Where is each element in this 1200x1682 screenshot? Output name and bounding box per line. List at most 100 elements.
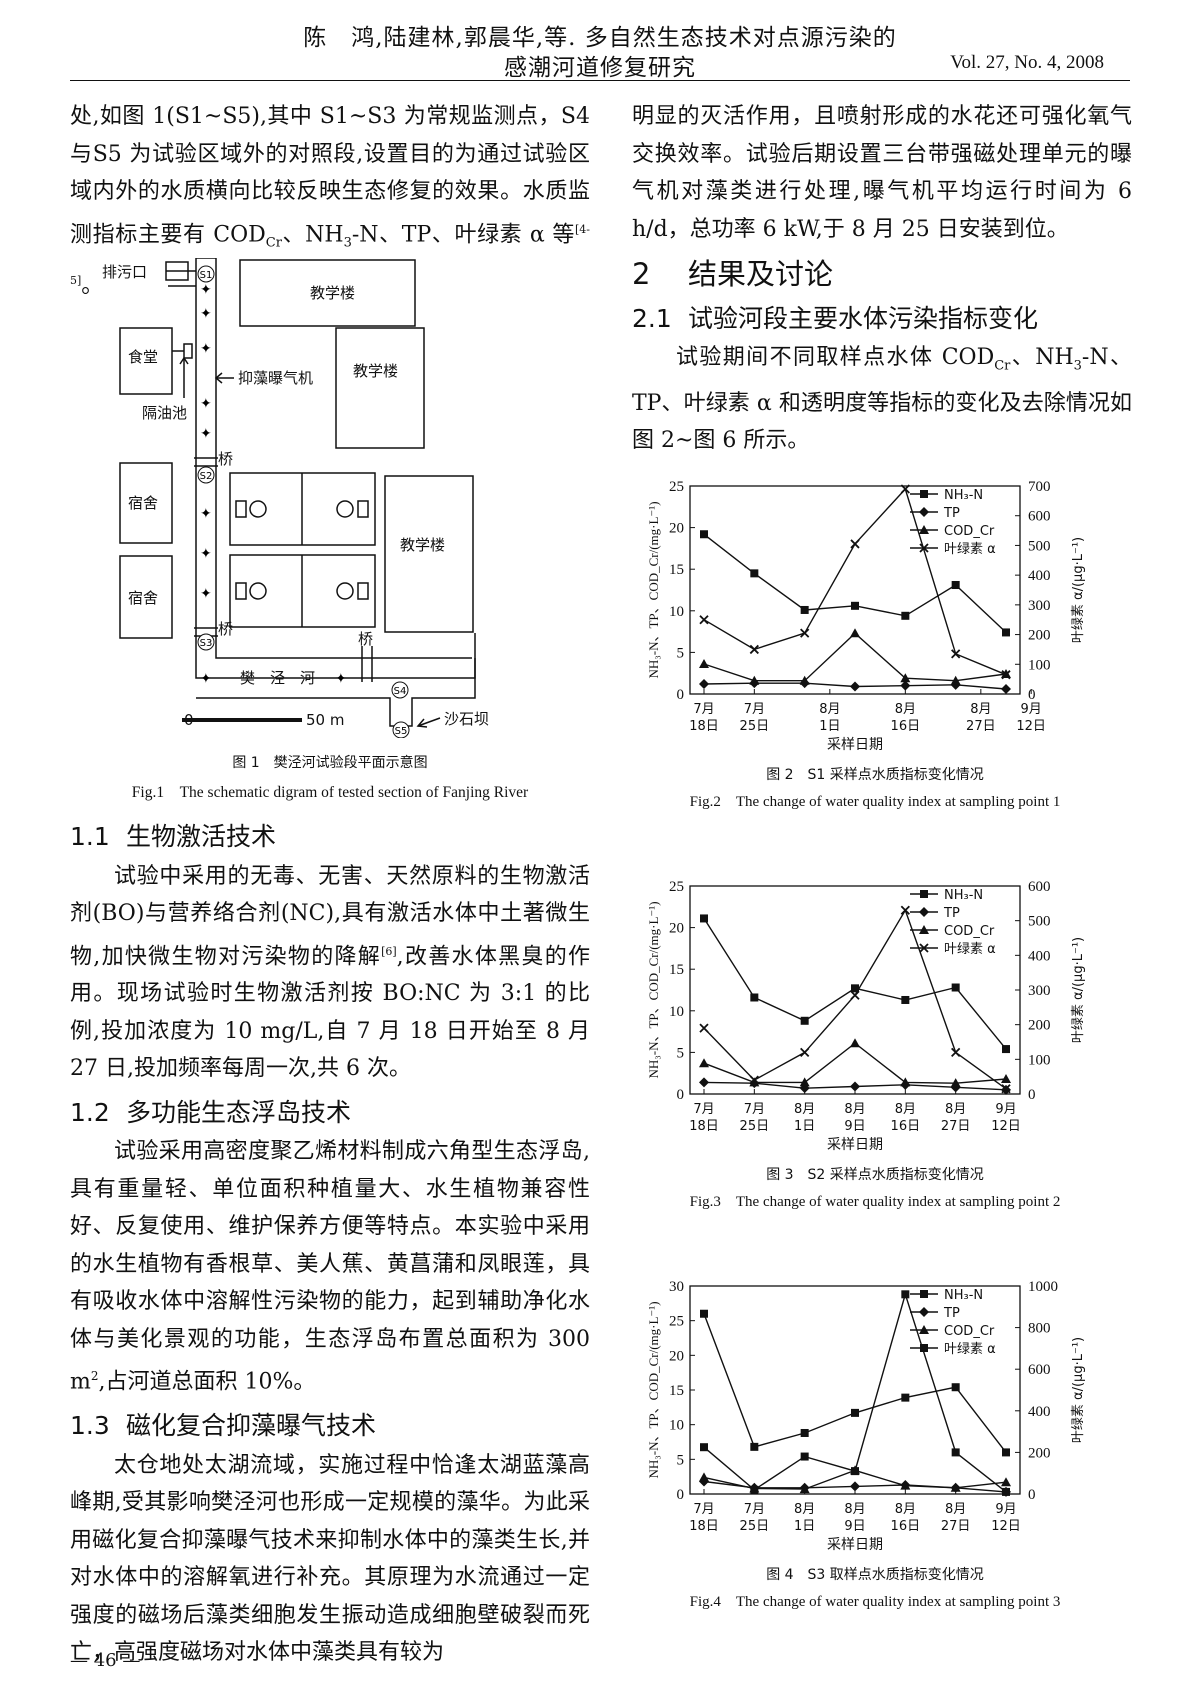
data-point <box>800 1428 809 1437</box>
x-tick-label: 18日 <box>689 1519 719 1534</box>
data-point <box>700 914 708 923</box>
x-axis-label: 采样日期 <box>827 1537 883 1553</box>
y-tick-label: 5 <box>677 645 685 661</box>
svg-text:✦: ✦ <box>200 282 212 298</box>
data-point <box>699 615 709 625</box>
y-tick-label: 0 <box>677 1487 685 1503</box>
legend-marker <box>919 507 929 517</box>
data-point <box>1002 628 1010 637</box>
legend-marker <box>919 1325 929 1334</box>
data-point <box>800 605 809 614</box>
legend-marker <box>919 925 929 934</box>
canteen-label: 食堂 <box>128 348 158 366</box>
sample-s4: S4 <box>394 686 407 697</box>
y-axis-label: NH₃-N、TP、COD_Cr/(mg·L⁻¹) <box>646 901 661 1078</box>
legend-label: TP <box>943 1306 960 1321</box>
x-tick-label: 8月 <box>895 1102 916 1117</box>
data-point <box>951 581 960 590</box>
aerator-label: 抑藻曝气机 <box>238 369 313 387</box>
y2-tick-label: 600 <box>1028 1362 1051 1378</box>
x-tick-label: 8月 <box>970 702 991 717</box>
x-axis-label: 采样日期 <box>827 737 883 753</box>
series-line <box>703 632 1007 682</box>
data-point <box>900 1077 911 1087</box>
svg-text:✦: ✦ <box>200 506 212 522</box>
x-tick-label: 12日 <box>1016 719 1046 734</box>
dorm1-label: 宿舍 <box>128 494 158 512</box>
y-tick-label: 15 <box>669 1383 684 1399</box>
data-point <box>700 1443 708 1452</box>
x-tick-label: 18日 <box>689 1119 719 1134</box>
x-tick-label: 1日 <box>794 1519 815 1534</box>
y-tick-label: 0 <box>677 687 685 703</box>
y-tick-label: 15 <box>669 562 684 578</box>
y-tick-label: 5 <box>677 1045 685 1061</box>
y2-tick-label: 500 <box>1028 538 1051 554</box>
data-point <box>1001 684 1011 695</box>
legend-label: 叶绿素 α <box>944 1342 996 1357</box>
y2-tick-label: 300 <box>1028 598 1051 614</box>
data-point <box>749 675 760 685</box>
y-tick-label: 20 <box>669 921 684 937</box>
y-axis-label: NH₃-N、TP、COD_Cr/(mg·L⁻¹) <box>646 1301 661 1478</box>
x-tick-label: 27日 <box>941 1519 971 1534</box>
y2-tick-label: 600 <box>1028 509 1051 525</box>
data-point <box>901 995 910 1004</box>
data-point <box>850 628 860 638</box>
series-line <box>703 487 1007 676</box>
data-point <box>850 539 860 549</box>
y-tick-label: 10 <box>669 1004 684 1020</box>
y2-tick-label: 500 <box>1028 914 1051 930</box>
legend-marker <box>919 943 929 953</box>
data-point <box>950 1482 961 1492</box>
y-tick-label: 25 <box>669 1314 684 1330</box>
data-point <box>1001 1074 1011 1084</box>
oil-tank-label: 隔油池 <box>142 404 187 422</box>
y2-tick-label: 400 <box>1028 568 1051 584</box>
data-point <box>901 611 910 620</box>
data-point <box>750 1442 759 1451</box>
y-tick-label: 20 <box>669 1348 684 1364</box>
data-point <box>699 1077 709 1088</box>
y-tick-label: 25 <box>669 879 684 895</box>
x-tick-label: 7月 <box>744 1102 765 1117</box>
y2-tick-label: 100 <box>1028 1052 1051 1068</box>
y2-tick-label: 200 <box>1028 628 1051 644</box>
data-point <box>800 1452 809 1461</box>
y2-tick-label: 300 <box>1028 983 1051 999</box>
data-point <box>951 1047 961 1058</box>
legend-label: COD_Cr <box>944 1324 995 1339</box>
x-tick-label: 16日 <box>891 1519 921 1534</box>
y-tick-label: 25 <box>669 479 684 495</box>
sample-s1: S1 <box>200 270 213 281</box>
chart-caption-en: Fig.3 The change of water quality index … <box>690 1194 1061 1210</box>
data-point <box>1001 1477 1011 1487</box>
legend-label: COD_Cr <box>944 524 995 539</box>
data-point <box>900 1480 911 1490</box>
x-tick-label: 9日 <box>844 1119 865 1134</box>
x-tick-label: 16日 <box>891 719 921 734</box>
legend-marker <box>920 1290 928 1298</box>
legend-marker <box>919 525 929 534</box>
x-tick-label: 8月 <box>895 1502 916 1517</box>
y2-tick-label: 1000 <box>1028 1279 1058 1295</box>
legend-label: 叶绿素 α <box>944 542 996 557</box>
building3-label: 教学楼 <box>400 536 445 554</box>
scale-50m: 50 m <box>306 711 344 729</box>
x-tick-label: 25日 <box>740 719 770 734</box>
data-point <box>699 1023 709 1033</box>
data-point <box>699 1472 709 1482</box>
x-tick-label: 7月 <box>693 1502 714 1517</box>
sample-s3: S3 <box>200 638 213 649</box>
x-tick-label: 25日 <box>740 1519 770 1534</box>
y-tick-label: 10 <box>669 1418 684 1434</box>
x-tick-label: 8月 <box>895 702 916 717</box>
y2-axis-label: 叶绿素 α/(μg·L⁻¹) <box>1071 1337 1086 1443</box>
running-header-authors: 陈 鸿,陆建林,郭晨华,等. 多自然生态技术对点源污染的 <box>303 25 897 51</box>
chart-caption-en: Fig.4 The change of water quality index … <box>690 1594 1061 1610</box>
data-point <box>951 983 960 992</box>
x-tick-label: 8月 <box>794 1502 815 1517</box>
